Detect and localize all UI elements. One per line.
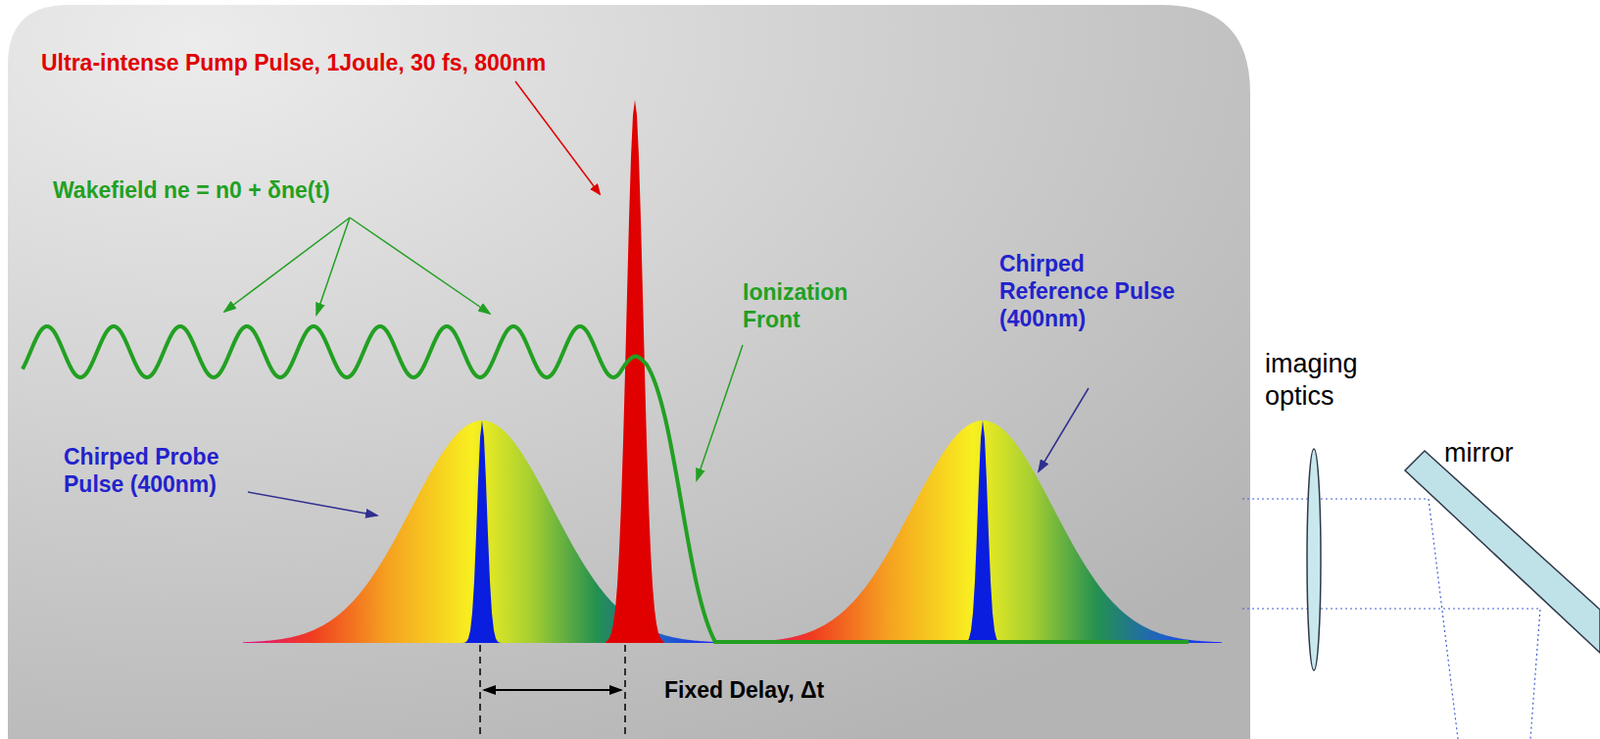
chamber-panel xyxy=(7,4,1251,739)
chirped-pulse xyxy=(743,420,1222,643)
leader-line xyxy=(349,217,490,314)
delay-arrow xyxy=(484,688,622,691)
label-text: Wakefield ne = n0 + δne(t) xyxy=(52,176,331,204)
label-text: imaging optics xyxy=(1264,347,1375,413)
pump-pulse xyxy=(605,99,665,643)
label-text: Chirped Probe Pulse (400nm) xyxy=(63,442,231,498)
pulse-spike xyxy=(458,420,506,643)
leader-line xyxy=(224,217,350,312)
pulse-spike xyxy=(959,420,1007,643)
dashed-line xyxy=(624,644,627,739)
label-text: Fixed Delay, Δt xyxy=(664,676,825,704)
beam-path xyxy=(1242,608,1541,739)
label-text: mirror xyxy=(1444,436,1513,470)
label-text: Ultra-intense Pump Pulse, 1Joule, 30 fs,… xyxy=(41,48,546,77)
label-text: Chirped Reference Pulse (400nm) xyxy=(999,249,1178,333)
wakefield-wave xyxy=(22,326,1189,642)
leader-line xyxy=(696,344,743,481)
beam-path xyxy=(1242,498,1458,739)
leader-line xyxy=(316,217,350,315)
leader-line xyxy=(247,491,378,516)
mirror-plate xyxy=(1405,450,1600,653)
label-text: Ionization Front xyxy=(742,278,890,334)
pulses xyxy=(242,99,1222,643)
dashed-line xyxy=(479,644,482,739)
leader-line xyxy=(515,81,600,194)
leader-line xyxy=(1038,387,1089,472)
lens xyxy=(1307,448,1321,671)
